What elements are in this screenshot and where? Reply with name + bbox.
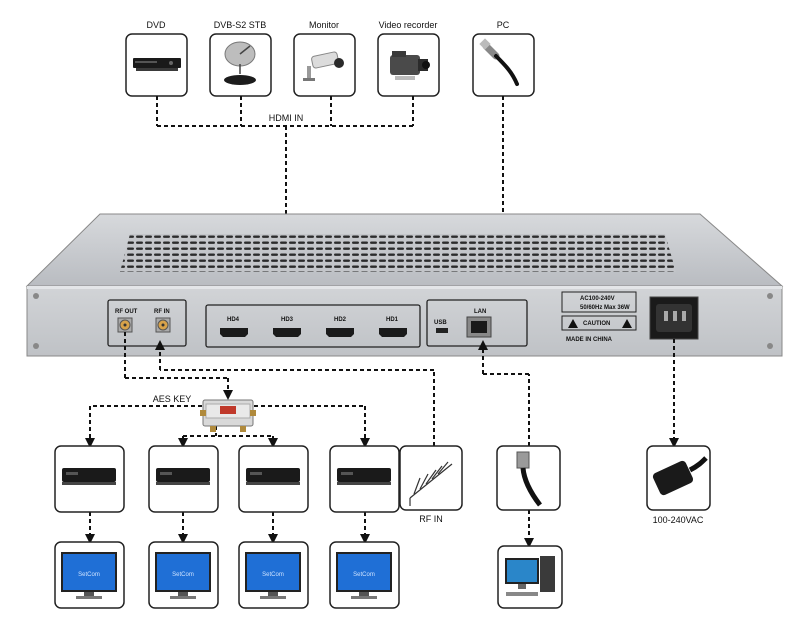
receiver-icon (156, 468, 210, 482)
receiver-icon (246, 468, 300, 482)
stb-to-tv-connections (85, 512, 370, 544)
warning-icon (568, 319, 578, 328)
desktop-computer-icon (505, 556, 555, 596)
usb-port-icon (436, 328, 448, 333)
device-box-recorder (377, 33, 440, 97)
recorder-label: Video recorder (379, 20, 438, 30)
security-camera-icon (303, 51, 344, 81)
rf-connections (85, 332, 435, 448)
hdmi-in-label: HDMI IN (269, 113, 304, 123)
monitor-label: Monitor (309, 20, 339, 30)
hd1-label: HD1 (386, 317, 399, 323)
tv-icon (61, 552, 117, 599)
desktop-pc-box (497, 545, 563, 609)
usb-cable-icon (479, 38, 519, 86)
hdmi-port-icon (379, 328, 407, 337)
rf-out-port-icon (117, 317, 133, 333)
hdmi-port-icon (326, 328, 354, 337)
hd3-label: HD3 (281, 317, 294, 323)
antenna-icon (409, 461, 453, 506)
tv-icon (155, 552, 211, 599)
hdmi-ports (220, 328, 407, 337)
receiver-icon (337, 468, 391, 482)
tv-box-2 (148, 541, 219, 609)
power-cord-box (646, 445, 711, 511)
rf-in-port-icon (155, 317, 171, 333)
power-label: 100-240VAC (653, 515, 704, 525)
tv-box-3 (238, 541, 309, 609)
ethernet-cable-icon (516, 451, 542, 507)
stb-label: DVB-S2 STB (214, 20, 267, 30)
rf-port-group (107, 299, 187, 347)
tv-box-4 (329, 541, 400, 609)
hdmi-port-group (205, 304, 421, 348)
device-box-pc (472, 33, 535, 97)
rf-in-label: RF IN (419, 514, 443, 524)
stb-box-2 (148, 445, 219, 513)
network-port-group (426, 299, 528, 347)
aes-key-label: AES KEY (153, 394, 192, 404)
tv-screen-text: SetCom (172, 572, 194, 578)
device-box-stb (209, 33, 272, 97)
rating-line2: 50/60Hz Max 36W (580, 305, 630, 311)
warning-icon (622, 319, 632, 328)
stb-box-3 (238, 445, 309, 513)
pc-label: PC (497, 20, 510, 30)
made-in-label: MADE IN CHINA (566, 337, 613, 343)
hd2-label: HD2 (334, 317, 347, 323)
device-box-monitor (293, 33, 356, 97)
antenna-box (399, 445, 463, 511)
lan-cable-box (496, 445, 561, 511)
caution-label: CAUTION (583, 321, 610, 327)
tv-screen-text: SetCom (262, 572, 284, 578)
tv-screen-text: SetCom (78, 572, 100, 578)
tv-icon (245, 552, 301, 599)
power-inlet-icon (649, 296, 699, 340)
hdmi-port-icon (273, 328, 301, 337)
lan-label: LAN (474, 309, 486, 315)
splitter-icon (200, 399, 256, 432)
dvd-player-icon (133, 58, 181, 71)
satellite-dish-icon (224, 41, 256, 85)
rf-in-label: RF IN (154, 309, 170, 315)
tv-screen-text: SetCom (353, 572, 375, 578)
dvd-label: DVD (146, 20, 166, 30)
rating-label: AC100-240V 50/60Hz Max 36W CAUTION MADE … (561, 291, 637, 343)
device-box-dvd (125, 33, 188, 97)
hd4-label: HD4 (227, 317, 240, 323)
hdmi-port-icon (220, 328, 248, 337)
rf-out-label: RF OUT (115, 309, 138, 315)
lan-port-icon (466, 316, 492, 338)
tv-box-1 (54, 541, 125, 609)
camcorder-icon (390, 51, 430, 80)
receiver-icon (62, 468, 116, 482)
usb-label: USB (434, 320, 447, 326)
lan-connection (478, 340, 534, 548)
power-plug-icon (652, 456, 708, 496)
encoder-chassis: RF OUT RF IN HD4 HD3 HD2 HD1 USB LAN (25, 213, 784, 357)
tv-icon (336, 552, 392, 599)
stb-box-1 (54, 445, 125, 513)
rating-line1: AC100-240V (580, 296, 615, 302)
diagram-labels: DVD DVB-S2 STB Monitor Video recorder PC… (146, 20, 703, 525)
stb-box-4 (329, 445, 400, 513)
